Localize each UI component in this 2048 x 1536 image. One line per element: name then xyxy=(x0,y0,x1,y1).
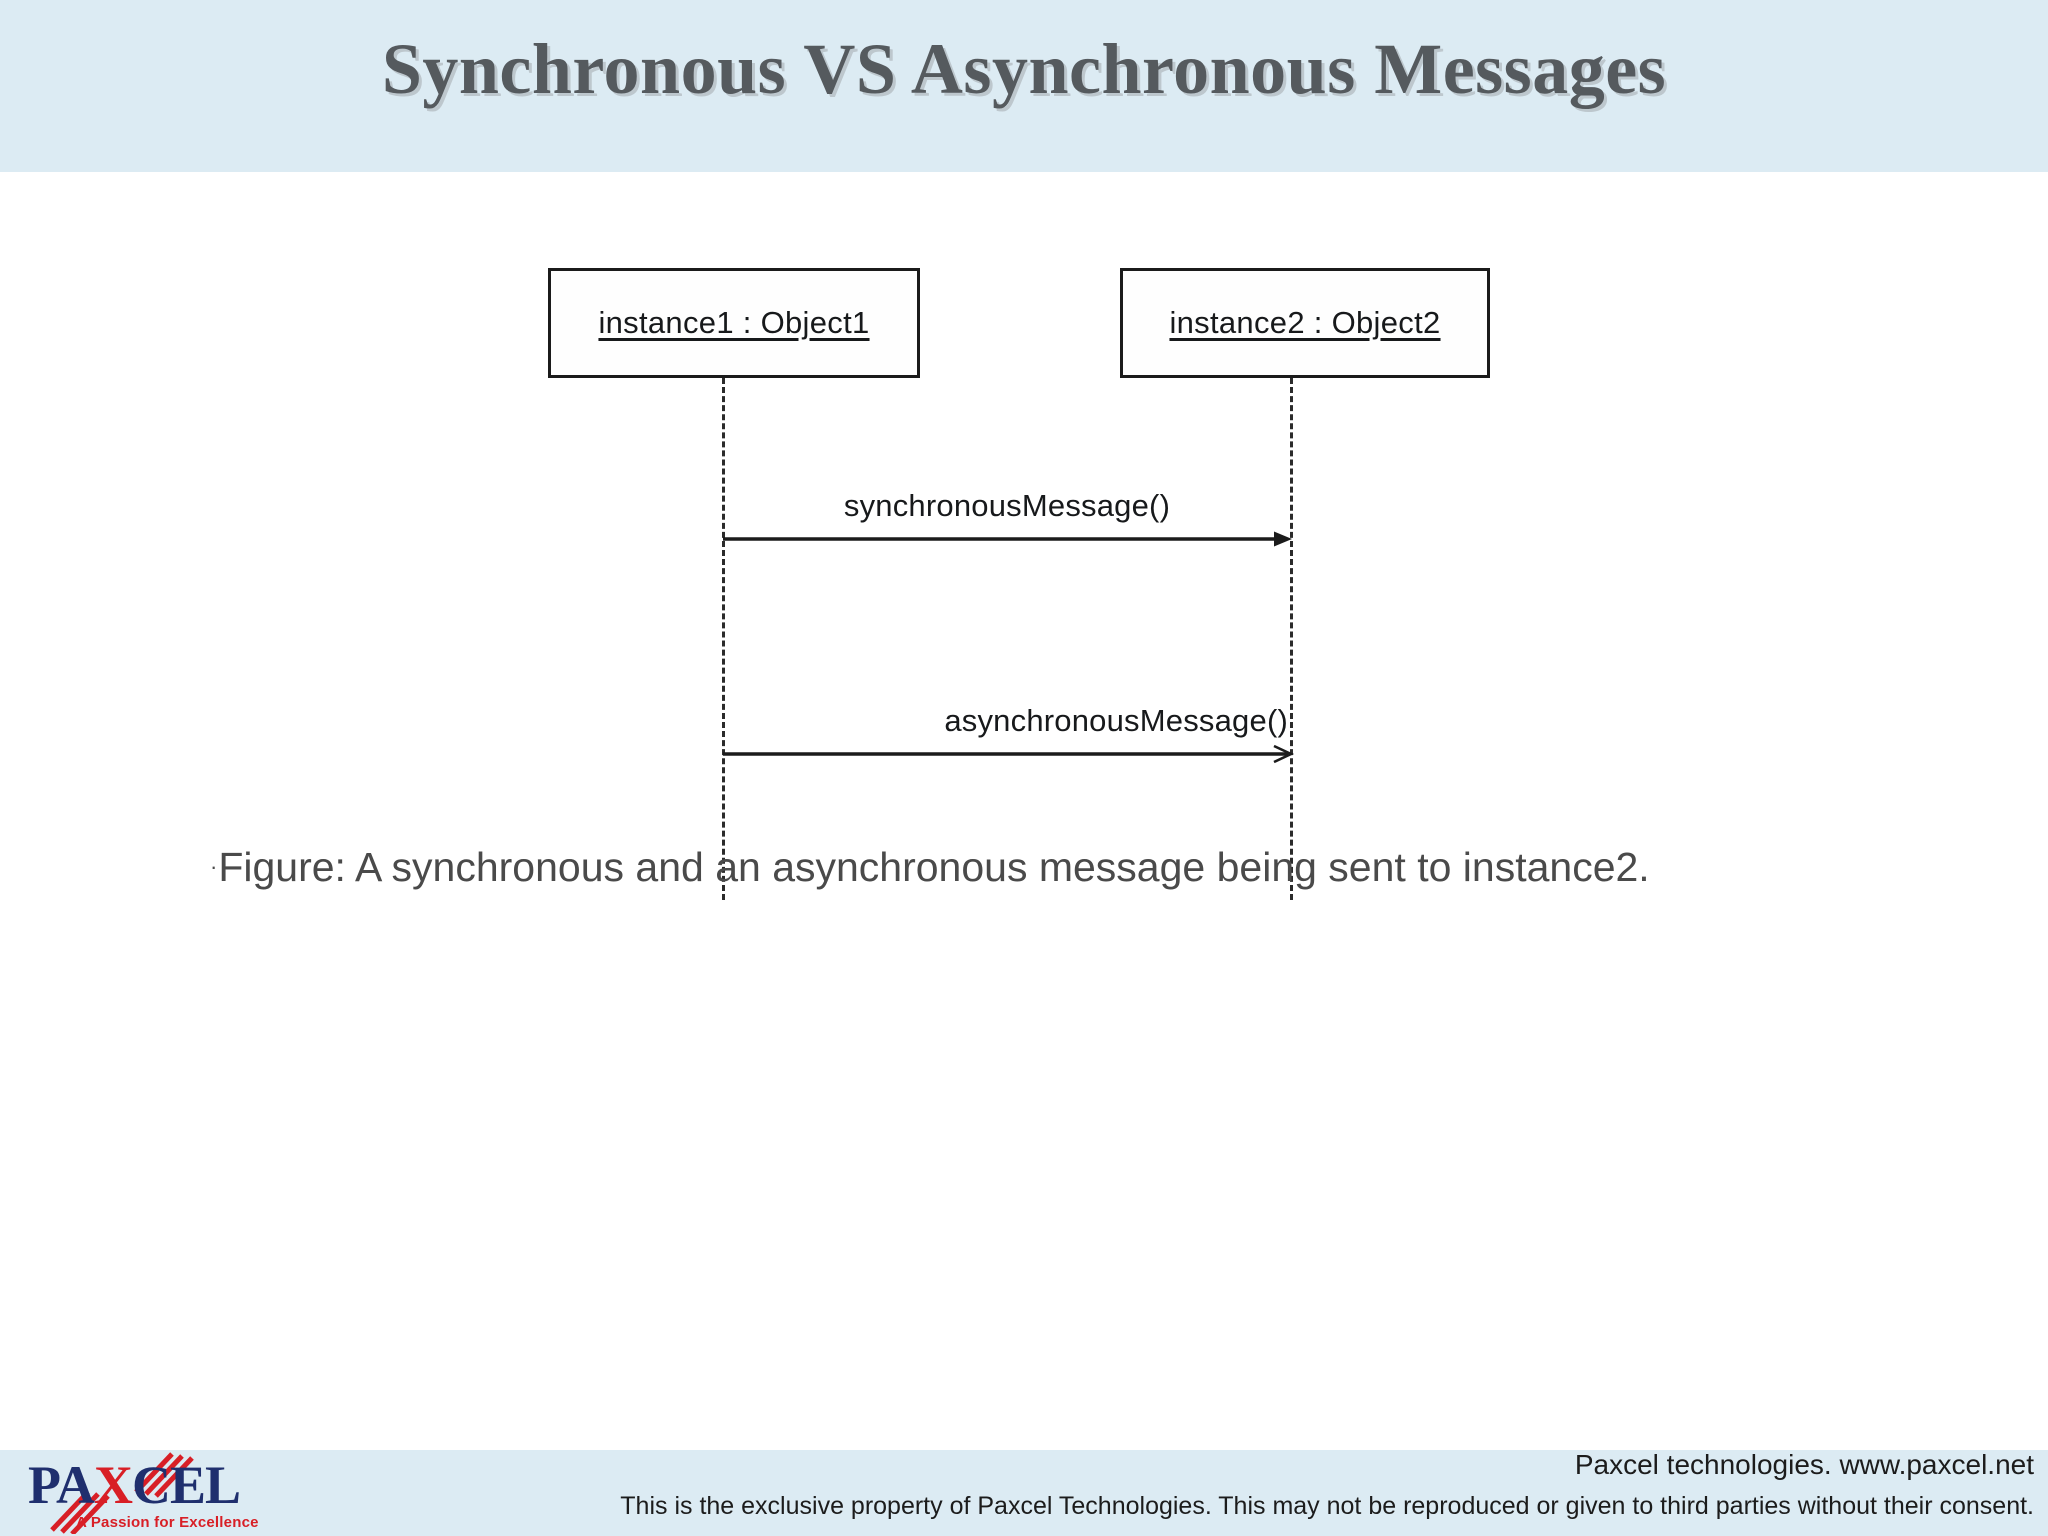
figure-caption: ·Figure: A synchronous and an asynchrono… xyxy=(210,844,1910,891)
logo-tagline: A Passion for Excellence xyxy=(76,1514,259,1531)
message-label-asynchronous: asynchronousMessage() xyxy=(944,703,1288,738)
message-synchronous: synchronousMessage() xyxy=(722,480,1292,550)
slide-body: instance1 : Object1 instance2 : Object2 … xyxy=(0,172,2048,1450)
paxcel-logo: PAXCEL A Passion for Excellence xyxy=(20,1452,320,1534)
arrow-open-thin-icon xyxy=(723,744,1295,764)
footer-site-line: Paxcel technologies. www.paxcel.net xyxy=(1574,1449,2034,1480)
footer-disclaimer: This is the exclusive property of Paxcel… xyxy=(620,1492,2034,1520)
lifeline-label-instance1: instance1 : Object1 xyxy=(598,305,870,340)
page-title: Synchronous VS Asynchronous Messages xyxy=(381,29,1667,109)
logo-wordmark: PAXCEL xyxy=(28,1455,241,1515)
message-asynchronous: asynchronousMessage() xyxy=(722,695,1295,765)
caption-text: Figure: A synchronous and an asynchronou… xyxy=(218,844,1650,890)
lifeline-box-instance1: instance1 : Object1 xyxy=(548,268,920,378)
logo-slash-marks-icon xyxy=(50,1452,194,1534)
slide-footer-band xyxy=(0,1450,2048,1536)
lifeline-label-instance2: instance2 : Object2 xyxy=(1169,305,1441,340)
logo-word-x: X xyxy=(93,1455,133,1515)
lifeline-box-instance2: instance2 : Object2 xyxy=(1120,268,1490,378)
logo-word-pa: PA xyxy=(28,1455,95,1515)
footer-divider xyxy=(0,1447,2048,1450)
message-label-synchronous: synchronousMessage() xyxy=(843,488,1171,523)
arrow-solid-filled-triangle-icon xyxy=(723,531,1292,547)
caption-bullet-icon: · xyxy=(210,853,218,879)
lifeline-dashed-line-instance1 xyxy=(722,378,725,900)
lifeline-dashed-line-instance2 xyxy=(1290,378,1293,900)
logo-word-cel: CEL xyxy=(131,1455,241,1515)
slide-header-band: Synchronous VS Asynchronous Messages xyxy=(0,0,2048,172)
uml-sequence-diagram: instance1 : Object1 instance2 : Object2 … xyxy=(500,242,1490,900)
